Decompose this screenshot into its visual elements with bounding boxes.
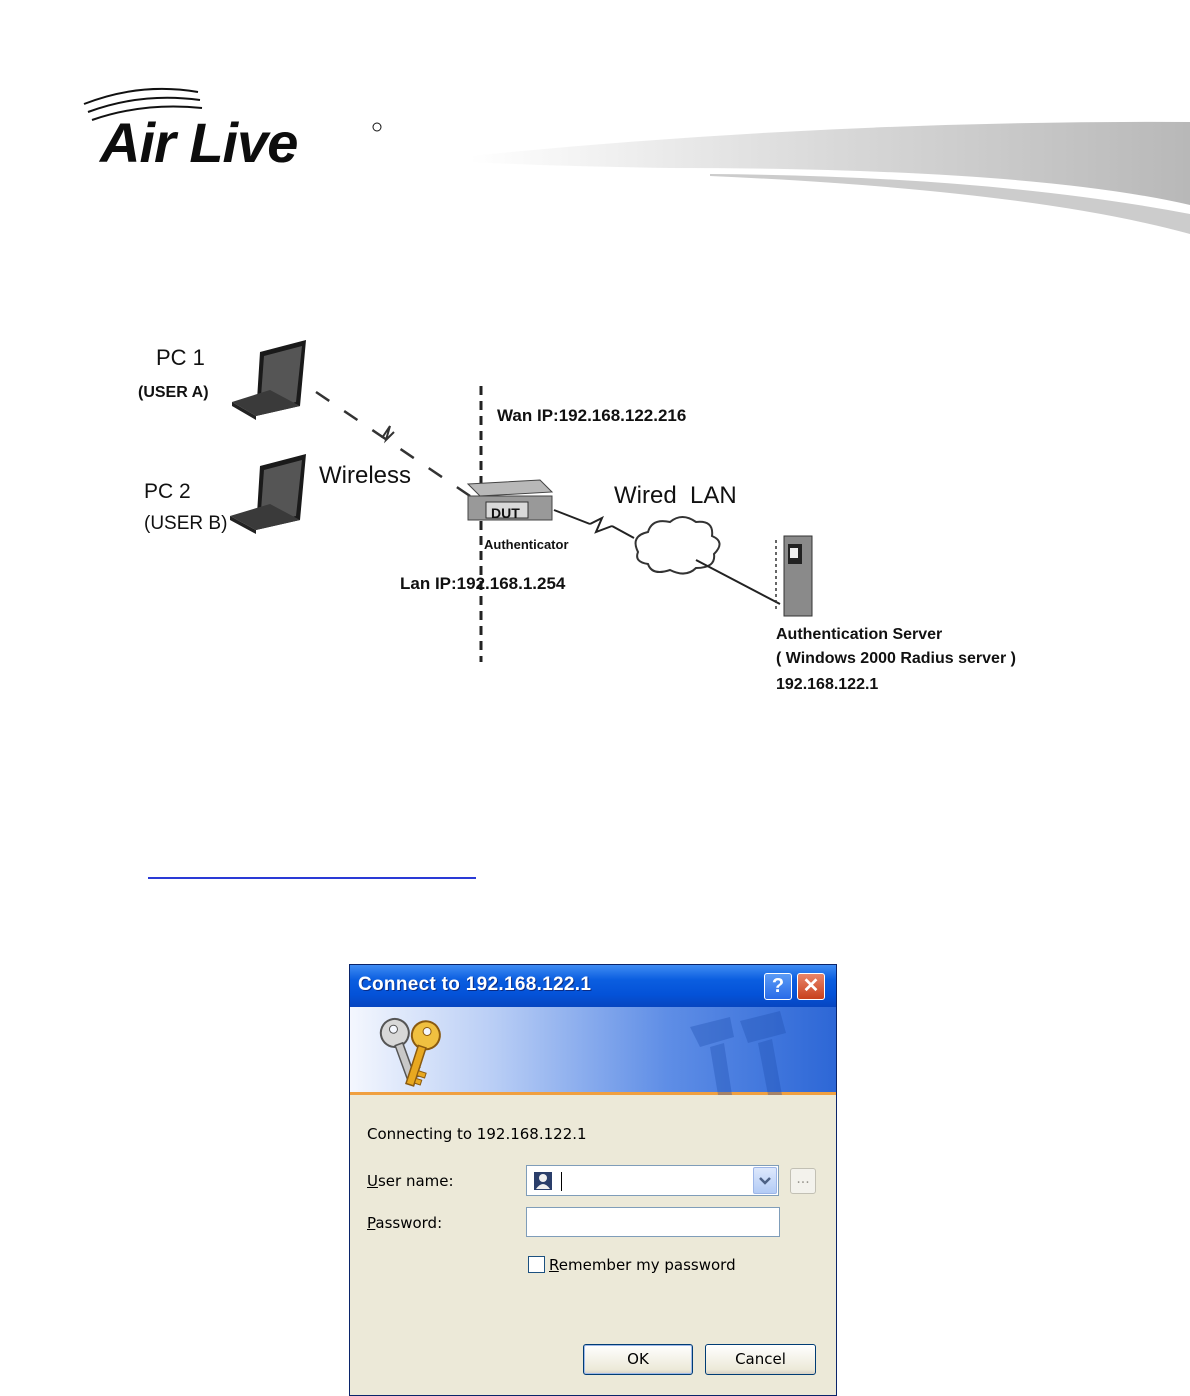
lan-ip-label: Lan IP:192.168.1.254 (400, 574, 565, 594)
server-ip-label: 192.168.122.1 (776, 676, 878, 694)
keys-icon (372, 1011, 452, 1093)
username-label-accesskey: U (367, 1172, 378, 1190)
cancel-button[interactable]: Cancel (705, 1344, 816, 1375)
laptop-icon (230, 454, 306, 534)
hyperlink-underline[interactable] (148, 877, 476, 879)
chevron-down-icon (754, 1168, 776, 1193)
pc2-user-label: (USER B) (144, 513, 227, 535)
dut-label: DUT (491, 505, 520, 521)
browse-button[interactable]: ... (790, 1168, 816, 1194)
remember-label-accesskey: R (549, 1256, 559, 1274)
close-button[interactable]: ✕ (797, 973, 825, 1000)
dialog-banner (350, 1007, 836, 1095)
username-label: User name: (367, 1172, 454, 1190)
server-title-label: Authentication Server (776, 626, 942, 644)
dialog-titlebar[interactable]: Connect to 192.168.122.1 ? ✕ (350, 965, 836, 1007)
dialog-title: Connect to 192.168.122.1 (358, 974, 591, 996)
pc1-label: PC 1 (156, 345, 205, 371)
airlive-logo: Air Live (80, 80, 390, 190)
wired-lan-label: Wired LAN (614, 482, 737, 510)
server-icon (776, 536, 812, 616)
pc2-label: PC 2 (144, 480, 191, 504)
header-swoosh (470, 110, 1190, 240)
remember-password-label[interactable]: Remember my password (549, 1256, 736, 1274)
user-icon (533, 1171, 553, 1191)
password-input[interactable] (526, 1207, 780, 1237)
remember-password-checkbox[interactable] (528, 1256, 545, 1273)
password-label-text: assword: (375, 1214, 442, 1232)
username-dropdown-button[interactable] (753, 1167, 777, 1194)
laptop-icon (232, 340, 306, 420)
ok-button[interactable]: OK (583, 1344, 693, 1375)
wan-ip-label: Wan IP:192.168.122.216 (497, 406, 686, 426)
login-dialog: Connect to 192.168.122.1 ? ✕ (349, 964, 837, 1396)
username-label-text: ser name: (378, 1172, 454, 1190)
authenticator-label: Authenticator (484, 537, 569, 552)
wireless-label: Wireless (319, 462, 411, 490)
network-diagram: PC 1 (USER A) PC 2 (USER B) Wireless Wan… (120, 320, 1080, 720)
pc1-user-label: (USER A) (138, 384, 209, 402)
text-caret (561, 1172, 562, 1191)
username-input[interactable] (526, 1165, 779, 1196)
remember-label-text: emember my password (559, 1256, 736, 1274)
help-button[interactable]: ? (764, 973, 792, 1000)
watermark-keys-icon (670, 1007, 810, 1095)
password-label: Password: (367, 1214, 442, 1232)
svg-text:Air Live: Air Live (98, 111, 297, 174)
connecting-text: Connecting to 192.168.122.1 (367, 1125, 587, 1143)
server-subtitle-label: ( Windows 2000 Radius server ) (776, 650, 1016, 668)
